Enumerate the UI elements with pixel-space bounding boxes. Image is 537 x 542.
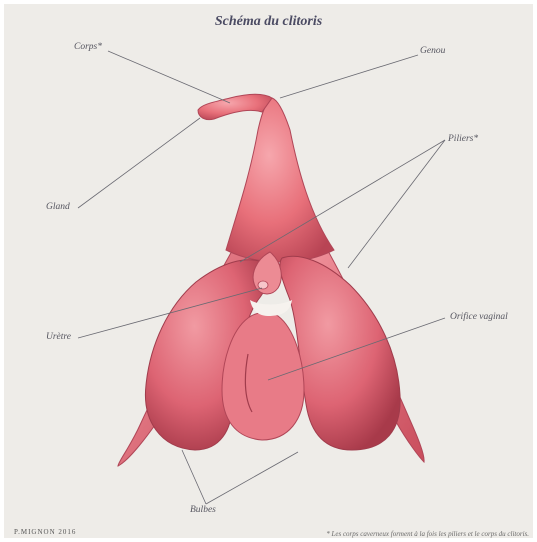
urethra-opening xyxy=(258,281,268,289)
footnote: * Les corps caverneux forment à la fois … xyxy=(326,530,529,538)
label-bulbes: Bulbes xyxy=(190,505,216,515)
label-uretre: Urètre xyxy=(46,332,71,342)
artist-signature: P.MIGNON 2016 xyxy=(14,528,76,536)
label-piliers: Piliers* xyxy=(448,134,478,144)
label-orifice-vaginal: Orifice vaginal xyxy=(450,312,508,322)
label-genou: Genou xyxy=(420,46,445,56)
label-gland: Gland xyxy=(46,202,70,212)
label-corps: Corps* xyxy=(74,42,102,52)
diagram-title: Schéma du clitoris xyxy=(0,14,537,30)
